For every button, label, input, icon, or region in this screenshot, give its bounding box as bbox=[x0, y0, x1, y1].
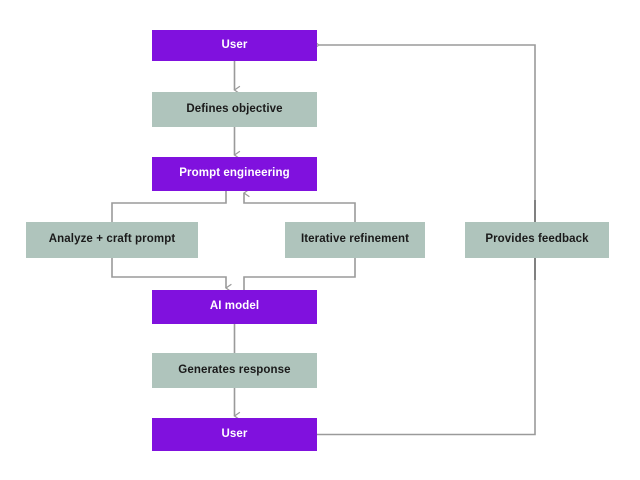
edge-aimodel-to-iterative bbox=[243, 258, 356, 290]
node-user-top[interactable]: User bbox=[152, 30, 317, 61]
edge-prompt-to-analyze bbox=[111, 191, 227, 222]
node-label: User bbox=[221, 427, 248, 440]
node-label: Prompt engineering bbox=[179, 167, 290, 180]
node-iterative-refinement[interactable]: Iterative refinement bbox=[285, 222, 425, 258]
node-generates-response[interactable]: Generates response bbox=[152, 353, 317, 388]
node-label: Provides feedback bbox=[485, 233, 589, 246]
node-label: User bbox=[221, 38, 248, 51]
node-prompt-engineering[interactable]: Prompt engineering bbox=[152, 157, 317, 191]
node-ai-model[interactable]: AI model bbox=[152, 290, 317, 324]
node-label: Defines objective bbox=[186, 102, 283, 115]
node-label: Generates response bbox=[178, 363, 291, 376]
node-provides-feedback[interactable]: Provides feedback bbox=[465, 222, 609, 258]
edge-iterative-to-prompt bbox=[242, 188, 356, 222]
node-label: Iterative refinement bbox=[300, 233, 410, 246]
node-defines-objective[interactable]: Defines objective bbox=[152, 92, 317, 127]
node-analyze-craft-prompt[interactable]: Analyze + craft prompt bbox=[26, 222, 198, 258]
edge-analyze-to-aimodel bbox=[111, 258, 232, 293]
node-label: Analyze + craft prompt bbox=[48, 233, 176, 246]
node-label: AI model bbox=[209, 300, 260, 313]
node-user-bottom[interactable]: User bbox=[152, 418, 317, 451]
